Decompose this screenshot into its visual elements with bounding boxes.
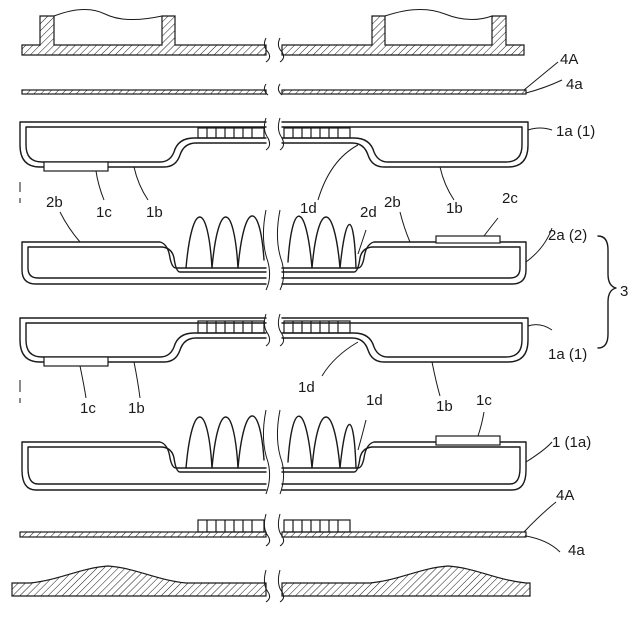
- label-1b-mid-left: 1b: [128, 400, 145, 417]
- separator-1a-upper: [20, 122, 552, 200]
- separator-1a-lower: [20, 318, 552, 398]
- top-end-plate: [22, 9, 524, 55]
- top-insulation-sheet: [22, 62, 562, 94]
- label-1d-top: 1d: [300, 200, 317, 217]
- label-2a2: 2a (2): [548, 227, 587, 244]
- label-1a1-top: 1a (1): [556, 123, 595, 140]
- label-2b-right: 2b: [384, 194, 401, 211]
- separator-2a: [22, 212, 616, 348]
- separator-1-1a: [22, 412, 552, 490]
- label-1d-mid: 1d: [298, 379, 315, 396]
- label-1b-top-left: 1b: [146, 204, 163, 221]
- label-2d: 2d: [360, 204, 377, 221]
- label-1c-mid: 1c: [80, 400, 96, 417]
- label-1-1a: 1 (1a): [552, 434, 591, 451]
- label-4A-top: 4A: [560, 51, 578, 68]
- label-1b-mid-right: 1b: [436, 398, 453, 415]
- label-4a-bot: 4a: [568, 542, 585, 559]
- label-3: 3: [620, 283, 628, 300]
- label-2b-left: 2b: [46, 194, 63, 211]
- bottom-insulation-sheet: [20, 502, 560, 552]
- label-1d-low: 1d: [366, 392, 383, 409]
- label-1b-top-right: 1b: [446, 200, 463, 217]
- label-2c: 2c: [502, 190, 518, 207]
- bottom-end-plate: [12, 566, 530, 596]
- label-1a1-mid: 1a (1): [548, 346, 587, 363]
- label-4a-top: 4a: [566, 76, 583, 93]
- label-4A-bot: 4A: [556, 487, 574, 504]
- label-1c-low: 1c: [476, 392, 492, 409]
- break-lines: [263, 38, 283, 602]
- label-1c-top: 1c: [96, 204, 112, 221]
